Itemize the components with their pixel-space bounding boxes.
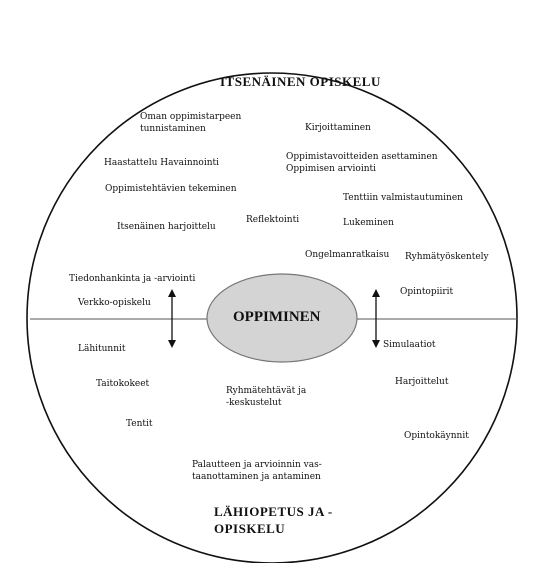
label-lukeminen: Lukeminen [343,218,394,228]
bottom-heading: LÄHIOPETUS JA - OPISKELU [214,504,333,536]
top-heading: ITSENÄINEN OPISKELU [220,74,381,89]
label-palautteen: Palautteen ja arvioinnin vas- taanottami… [192,460,322,482]
label-haastattelu: Haastattelu Havainnointi [104,158,220,168]
outer-circle [26,72,518,563]
label-tenttiin: Tenttiin valmistautuminen [343,193,463,203]
label-ongelmanratkaisu: Ongelmanratkaisu [305,250,390,260]
label-kirjoittaminen: Kirjoittaminen [305,123,371,133]
label-ryhmatehtavat: Ryhmätehtävät ja -keskustelut [226,386,307,408]
label-lahitunnit: Lähitunnit [78,344,126,354]
label-oman: Oman oppimistarpeen tunnistaminen [140,112,242,134]
label-ryhmatyoskentely: Ryhmätyöskentely [405,252,489,262]
label-reflektointi: Reflektointi [246,215,300,225]
label-taitokokeet: Taitokokeet [96,379,150,389]
label-tentit: Tentit [126,419,153,429]
center-ellipse [206,273,358,363]
label-oppimistavoitteiden: Oppimistavoitteiden asettaminen Oppimise… [286,152,438,174]
label-simulaatiot: Simulaatiot [383,340,436,350]
label-itsenainen: Itsenäinen harjoittelu [117,222,216,232]
label-harjoittelut: Harjoittelut [395,377,449,387]
label-opintokaynnit: Opintokäynnit [404,431,469,441]
label-opintopiirit: Opintopiirit [400,287,454,297]
label-verkko: Verkko-opiskelu [78,298,151,308]
center-label: OPPIMINEN [233,309,321,325]
label-oppimistehtavien: Oppimistehtävien tekeminen [105,184,237,194]
label-tiedonhankinta: Tiedonhankinta ja -arviointi [69,274,196,284]
